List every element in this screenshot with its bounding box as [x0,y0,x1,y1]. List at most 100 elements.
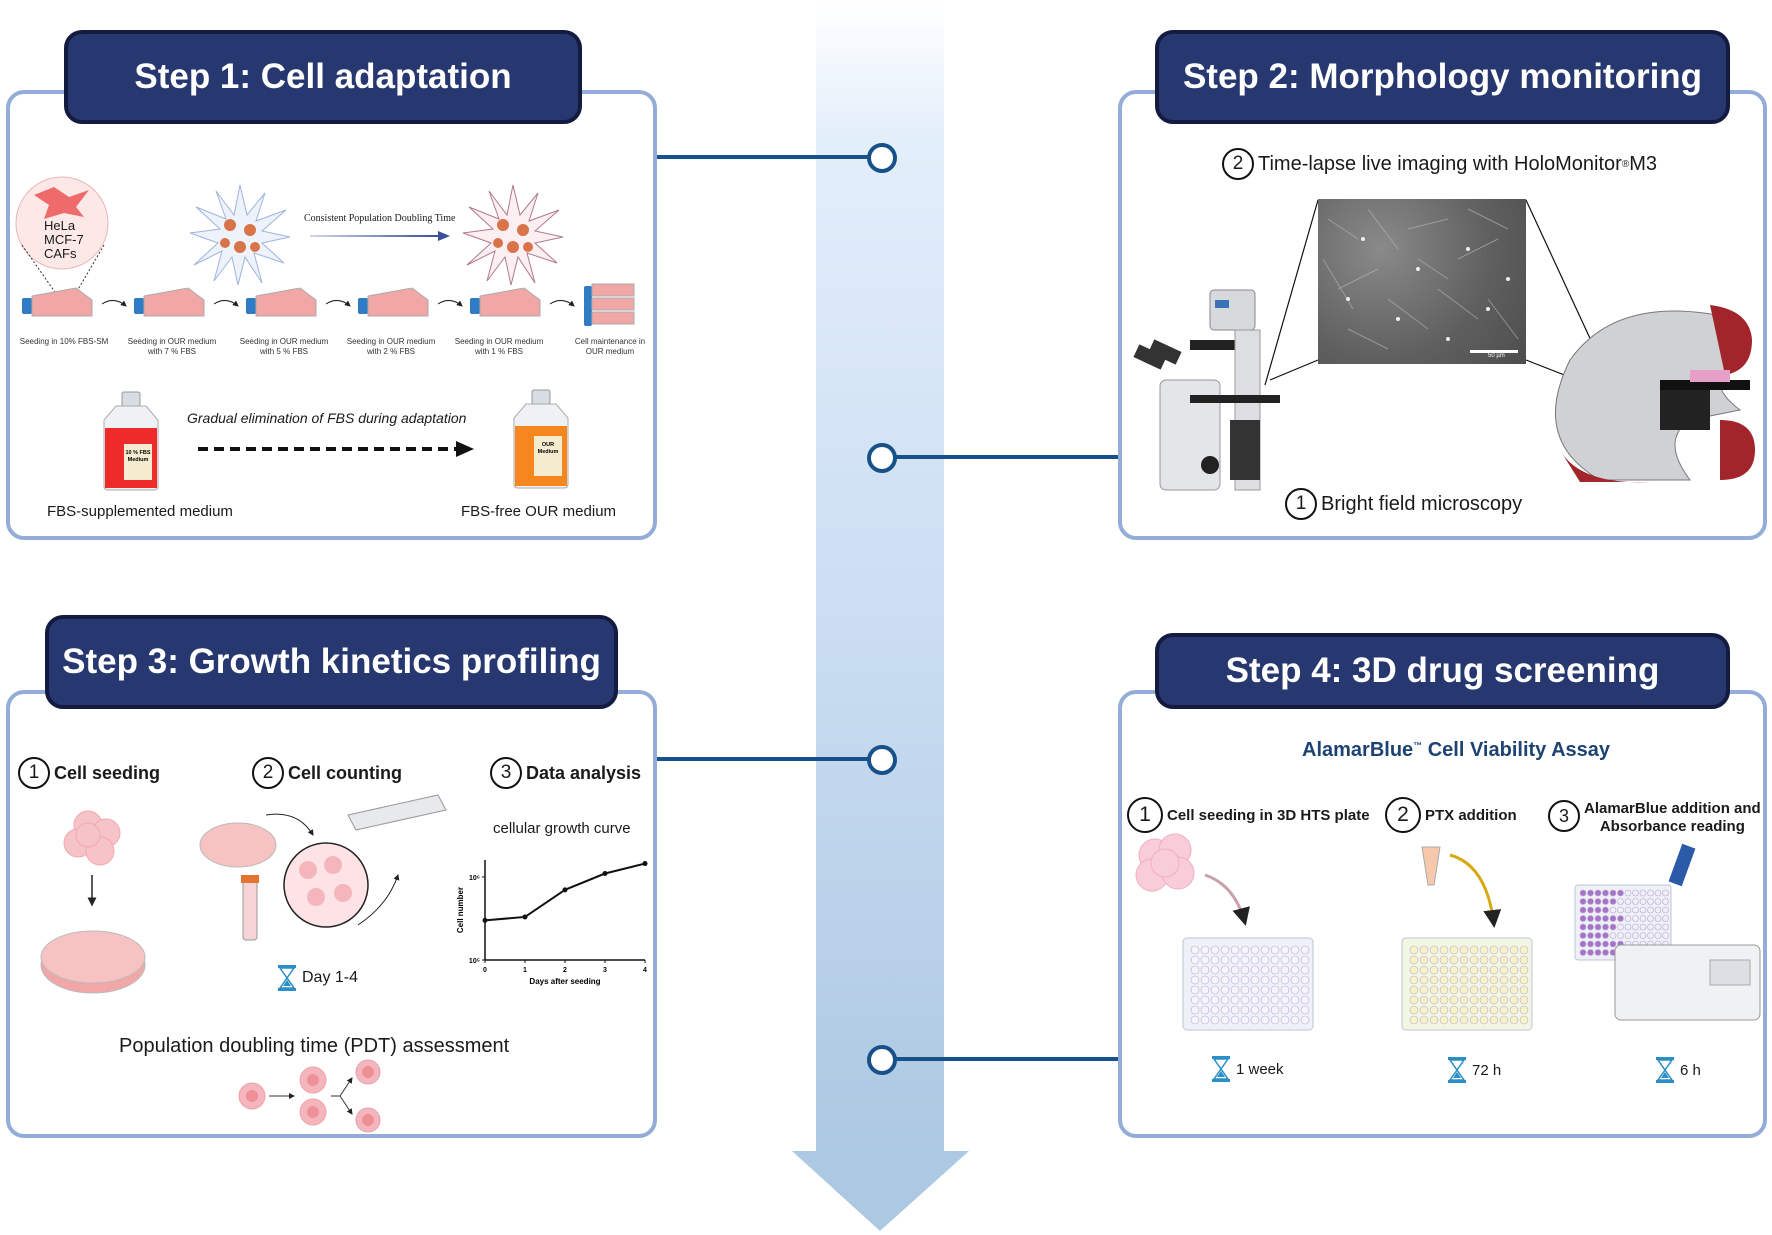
well [1409,1005,1419,1015]
well [1459,1005,1469,1015]
well [1260,965,1270,975]
bottle-fbs-medium: 10 % FBS Medium [103,391,159,491]
well [1280,945,1290,955]
well [1499,995,1509,1005]
well [1250,965,1260,975]
well [1449,965,1459,975]
well [1290,945,1300,955]
well [1579,898,1587,905]
well [1469,1005,1479,1015]
connector-step2 [896,455,1118,459]
well [1587,923,1594,931]
flask-stack [584,283,635,326]
assay-title-brand: AlamarBlue [1302,739,1414,761]
number-badge-2: 2 [1222,148,1254,180]
well [1449,955,1459,965]
well [1639,923,1647,931]
well [1449,1015,1459,1025]
well [1587,898,1594,905]
number-badge-1: 1 [1285,488,1317,520]
well [1280,975,1290,985]
well [1662,915,1669,922]
well [1449,945,1459,955]
flask-3 [246,287,317,317]
well [1439,1005,1449,1015]
data-point [562,887,568,893]
well [1509,965,1519,975]
number-badge-3: 3 [1548,800,1580,832]
step3-header: Step 3: Growth kinetics profiling [45,615,618,709]
well [1300,1005,1310,1015]
well [1609,889,1617,897]
duration-72h: 72 h [1448,1057,1501,1083]
well [1230,965,1240,975]
well [1409,955,1419,965]
well [1654,889,1662,897]
well [1579,932,1587,939]
well [1230,1015,1240,1025]
well [1200,1015,1210,1025]
cell-seeding-illustration [40,810,146,994]
stage-2-line1: Seeding in OUR medium [127,337,217,346]
well [1654,915,1662,922]
well [1519,1005,1529,1015]
well [1579,915,1587,922]
well [1280,955,1290,965]
well [1220,975,1230,985]
well [1662,932,1669,939]
stage-4-line2: with 2 % FBS [366,347,415,356]
well [1230,1005,1240,1015]
step1-title: Step 1: Cell adaptation [134,57,512,96]
well [1617,898,1624,905]
ptx-addition-label: PTX addition [1425,806,1517,824]
well [1419,965,1429,975]
well [1489,985,1499,995]
well [1409,975,1419,985]
well [1519,955,1529,965]
well [1240,985,1250,995]
holomonitor-device [1555,305,1755,483]
well [1617,906,1624,914]
step2-item-1: 1 Bright field microscopy [1285,488,1522,520]
well [1210,1015,1220,1025]
cell-seeding-3d-label: Cell seeding in 3D HTS plate [1167,806,1370,824]
duration-label: 1 week [1236,1060,1284,1078]
well [1509,1005,1519,1015]
well [1250,975,1260,985]
well [1240,945,1250,955]
alamarblue-addition-label: AlamarBlue addition and [1584,800,1761,817]
well [1429,975,1439,985]
well [1609,940,1617,948]
well [1190,955,1200,965]
holomonitor-model: M3 [1629,152,1658,175]
well [1647,932,1654,939]
well [1439,945,1449,955]
well [1479,995,1489,1005]
well [1260,1005,1270,1015]
well [1210,965,1220,975]
well [1662,906,1669,914]
hourglass-icon [1448,1057,1466,1083]
well [1587,932,1594,939]
well [1190,1015,1200,1025]
step2-header: Step 2: Morphology monitoring [1155,30,1730,124]
well [1210,975,1220,985]
well [1469,1015,1479,1025]
duration-day-1-4: Day 1-4 [278,965,358,991]
pdt-consistent-label: Consistent Population Doubling Time [304,213,456,224]
well [1602,898,1609,905]
well [1579,906,1587,914]
well [1579,940,1587,948]
cell-counting-label: Cell counting [288,762,402,783]
data-point [482,917,488,923]
well [1602,915,1609,922]
well [1429,965,1439,975]
number-badge-2: 2 [252,757,284,789]
well [1602,889,1609,897]
well [1270,1005,1280,1015]
well [1647,906,1654,914]
well [1230,985,1240,995]
absorbance-reading-label: Absorbance reading [1599,818,1745,835]
well [1439,1015,1449,1025]
